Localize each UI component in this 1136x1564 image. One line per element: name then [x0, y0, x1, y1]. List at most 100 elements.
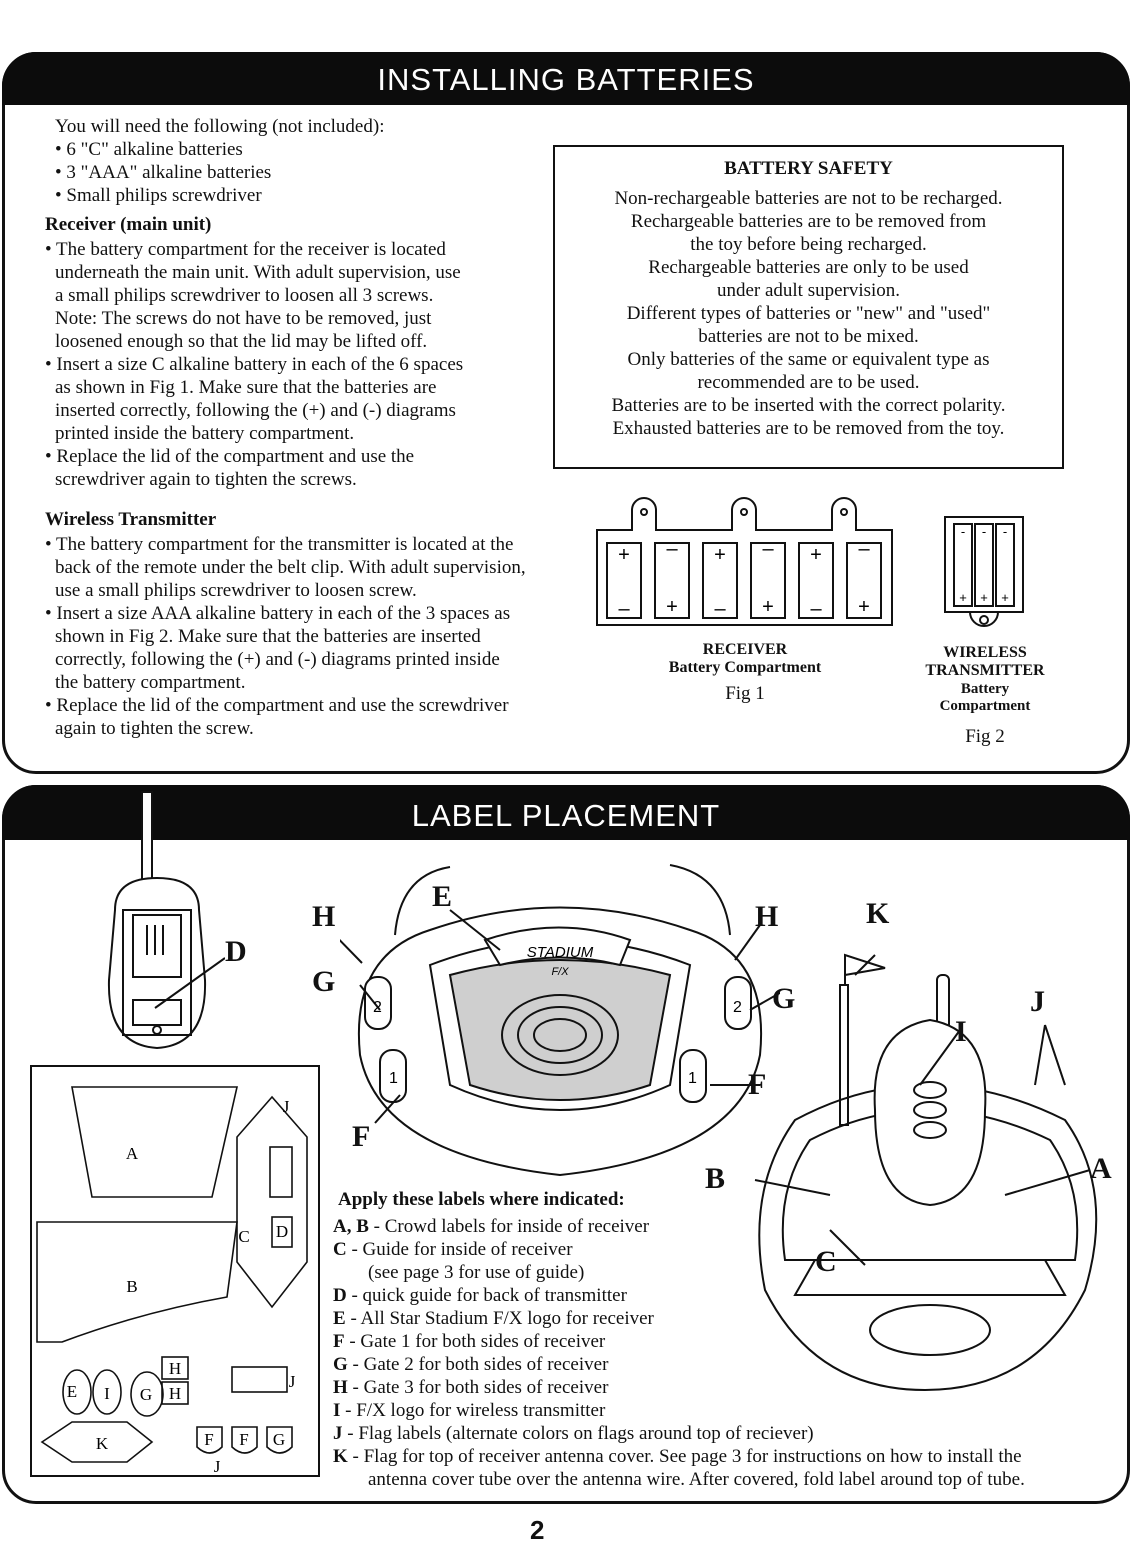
fig2-caption: Fig 2 [965, 726, 1005, 747]
svg-text:+: + [714, 544, 726, 566]
gate1-left: 1 [389, 1070, 398, 1087]
svg-text:–: – [618, 598, 630, 620]
transmitter-battery-compartment-diagram: --- +++ [944, 516, 1024, 627]
receiver-instructions: • The battery compartment for the receiv… [45, 238, 463, 491]
need-item: • Small philips screwdriver [55, 185, 262, 206]
safety-line: under adult supervision. [716, 280, 901, 301]
receiver-top-diagram: STADIUM F/X 2 1 2 1 [340, 864, 780, 1177]
svg-text:E: E [67, 1382, 77, 1401]
svg-text:–: – [810, 598, 822, 620]
svg-text:+: + [980, 590, 988, 605]
instruction-line: • Insert a size C alkaline battery in ea… [45, 354, 464, 375]
stadium-logo-text: STADIUM [527, 944, 594, 961]
svg-text:B: B [126, 1277, 137, 1296]
letter-h-left: H [312, 900, 336, 933]
receiver-heading: Receiver (main unit) [45, 214, 212, 235]
label-desc: - Crowd labels for inside of receiver [368, 1216, 650, 1237]
label-desc: - Flag labels (alternate colors on flags… [342, 1423, 814, 1444]
label-key: H [333, 1377, 348, 1398]
instruction-line: correctly, following the (+) and (-) dia… [55, 649, 500, 670]
svg-text:+: + [666, 596, 678, 618]
label-item: K - Flag for top of receiver antenna cov… [333, 1445, 1025, 1468]
label-key: F [333, 1331, 345, 1352]
transmitter-back-diagram [107, 791, 225, 1050]
svg-text:I: I [104, 1384, 110, 1403]
instruction-line: • Replace the lid of the compartment and… [45, 446, 415, 467]
label-instructions: A, B - Crowd labels for inside of receiv… [333, 1215, 1025, 1491]
svg-text:+: + [858, 596, 870, 618]
letter-i: I [955, 1015, 967, 1048]
label-key: E [333, 1308, 346, 1329]
svg-text:-: - [961, 524, 965, 539]
receiver-perspective-diagram [754, 953, 1098, 1392]
safety-line: the toy before being recharged. [690, 234, 927, 255]
svg-text:J: J [214, 1457, 221, 1475]
label-key: K [333, 1446, 348, 1467]
label-item: (see page 3 for use of guide) [333, 1261, 1025, 1284]
svg-text:–: – [666, 538, 678, 560]
svg-text:C: C [238, 1227, 249, 1246]
svg-text:D: D [276, 1222, 288, 1241]
need-item: • 3 "AAA" alkaline batteries [55, 162, 272, 183]
svg-text:H: H [169, 1359, 181, 1378]
fx-logo-text: F/X [551, 966, 569, 978]
fig2-label-3: Battery [960, 681, 1010, 697]
letter-b: B [705, 1162, 726, 1195]
instruction-line: underneath the main unit. With adult sup… [55, 262, 461, 283]
svg-text:H: H [169, 1384, 181, 1403]
fig1-caption: Fig 1 [725, 683, 765, 704]
label-item: A, B - Crowd labels for inside of receiv… [333, 1215, 1025, 1238]
label-item: J - Flag labels (alternate colors on fla… [333, 1422, 1025, 1445]
letter-a: A [1090, 1152, 1112, 1185]
letter-f-left: F [352, 1120, 371, 1153]
svg-text:+: + [959, 590, 967, 605]
intro-text: You will need the following (not include… [55, 116, 385, 137]
label-desc: - Gate 3 for both sides of receiver [347, 1377, 609, 1398]
letter-k: K [866, 897, 890, 930]
label-item: G - Gate 2 for both sides of receiver [333, 1353, 1025, 1376]
svg-text:–: – [858, 538, 870, 560]
safety-line: Batteries are to be inserted with the co… [611, 395, 1006, 416]
svg-text:A: A [126, 1144, 139, 1163]
gate1-right: 1 [688, 1070, 697, 1087]
needs-list: • 6 "C" alkaline batteries • 3 "AAA" alk… [55, 138, 271, 207]
safety-line: Exhausted batteries are to be removed fr… [612, 418, 1005, 439]
transmitter-instructions: • The battery compartment for the transm… [45, 533, 526, 740]
gate2-left: 2 [373, 999, 382, 1016]
letter-e: E [432, 880, 453, 913]
gate2-right: 2 [733, 999, 742, 1016]
safety-line: Different types of batteries or "new" an… [626, 303, 991, 324]
letter-g-left: G [312, 965, 336, 998]
label-item: C - Guide for inside of receiver [333, 1238, 1025, 1261]
letter-h-right: H [755, 900, 779, 933]
safety-line: Non-rechargeable batteries are not to be… [614, 188, 1003, 209]
transmitter-heading: Wireless Transmitter [45, 509, 217, 530]
instruction-line: inserted correctly, following the (+) an… [55, 400, 456, 421]
label-desc: - quick guide for back of transmitter [346, 1285, 627, 1306]
label-desc: (see page 3 for use of guide) [368, 1262, 585, 1283]
safety-line: Rechargeable batteries are only to be us… [648, 257, 969, 278]
label-key: J [333, 1423, 343, 1444]
fig2-label-2: TRANSMITTER [925, 662, 1045, 679]
safety-lines: Non-rechargeable batteries are not to be… [555, 187, 1062, 440]
svg-text:–: – [762, 538, 774, 560]
safety-line: batteries are not to be mixed. [698, 326, 919, 347]
instruction-line: back of the remote under the belt clip. … [55, 557, 526, 578]
instruction-line: a small philips screwdriver to loosen al… [55, 285, 434, 306]
instruction-line: printed inside the battery compartment. [55, 423, 355, 444]
label-desc: - Gate 1 for both sides of receiver [344, 1331, 606, 1352]
labels-header: LABEL PLACEMENT [2, 785, 1130, 840]
svg-text:F: F [204, 1430, 213, 1449]
svg-text:J: J [289, 1372, 296, 1391]
safety-line: Rechargeable batteries are to be removed… [630, 211, 987, 232]
label-desc: - F/X logo for wireless transmitter [340, 1400, 606, 1421]
letter-f-right: F [748, 1068, 767, 1101]
battery-safety-box: BATTERY SAFETY Non-rechargeable batterie… [553, 145, 1064, 469]
page-number: 2 [530, 1515, 545, 1545]
label-item: E - All Star Stadium F/X logo for receiv… [333, 1307, 1025, 1330]
instruction-line: screwdriver again to tighten the screws. [55, 469, 357, 490]
letter-j: J [1030, 985, 1045, 1018]
instruction-line: • Replace the lid of the compartment and… [45, 695, 509, 716]
